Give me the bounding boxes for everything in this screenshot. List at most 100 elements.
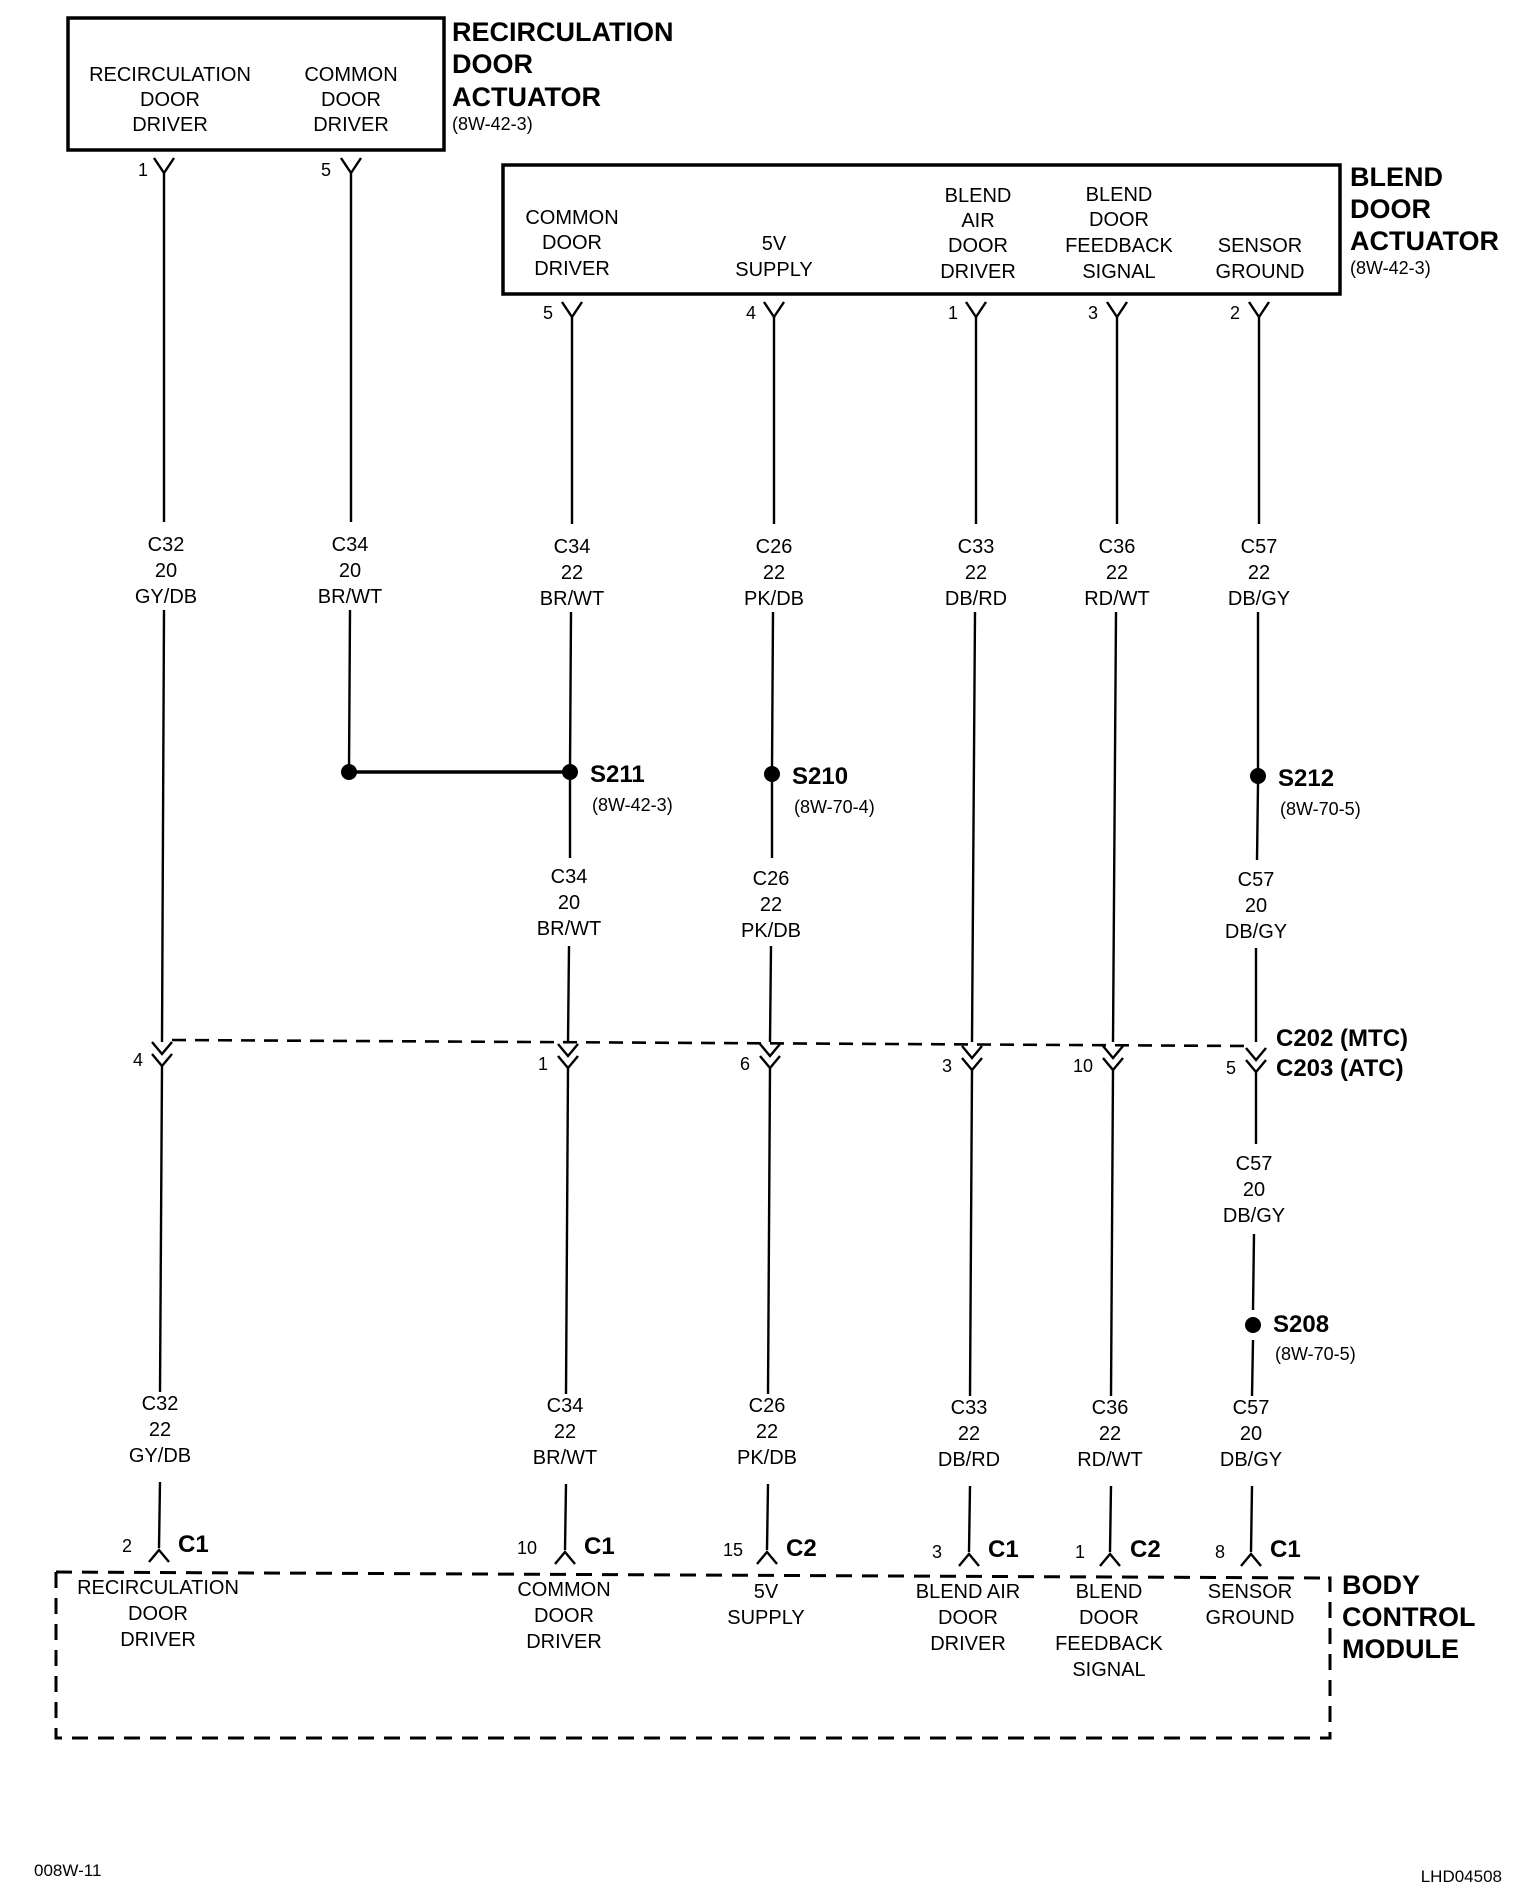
bcm-pin-label-2a: RECIRCULATION — [77, 1577, 239, 1599]
wire-c32-upper-b — [160, 609, 166, 1043]
bcm-dashed-top — [55, 1570, 1321, 1580]
wire-c36-upper-id: C36 — [1099, 536, 1136, 558]
connector-pin-5-terminal — [1245, 1047, 1267, 1074]
bcm-pin-number-2: 2 — [122, 1536, 132, 1556]
wire-c34-lower-id: C34 — [547, 1395, 584, 1417]
bcm-pin-label-10c: DRIVER — [526, 1631, 602, 1653]
wire-c32-lower-color: GY/DB — [129, 1445, 191, 1467]
blend-actuator-title-3: ACTUATOR — [1350, 226, 1499, 256]
bcm-pin-label-2b: DOOR — [128, 1603, 188, 1625]
splice-s210-name: S210 — [792, 763, 848, 790]
wire-c57-upper-color: DB/GY — [1228, 588, 1290, 610]
bcm-pin-label-10a: COMMON — [517, 1579, 610, 1601]
wire-c36-upper-color: RD/WT — [1084, 588, 1150, 610]
connector-pin-number-4: 4 — [133, 1050, 143, 1070]
wire-c34-lower-color: BR/WT — [533, 1447, 597, 1469]
wire-c33-upper-b — [970, 611, 977, 1043]
bcm-pin-1-terminal — [1099, 1552, 1121, 1567]
bcm-pin-number-10: 10 — [517, 1538, 537, 1558]
wire-c36-lower-a — [1109, 1069, 1115, 1397]
wire-c34-blend-upper-id: C34 — [554, 536, 591, 558]
bcm-pin-label-2c: DRIVER — [120, 1629, 196, 1651]
wire-c26-upper-gauge: 22 — [763, 562, 785, 584]
wire-c57-mid-color: DB/GY — [1225, 921, 1287, 943]
bcm-pin-10-terminal — [554, 1550, 576, 1565]
recirc-pin-label-5a: COMMON — [304, 64, 397, 86]
wire-c57-lower-c — [1250, 1339, 1255, 1397]
wire-c57-mid-id: C57 — [1238, 869, 1275, 891]
recirc-pin-label-5b: DOOR — [321, 89, 381, 111]
recirc-pin-1-terminal — [153, 157, 175, 176]
wire-c26-lower-gauge: 22 — [756, 1421, 778, 1443]
blend-pin-label-3c: FEEDBACK — [1065, 235, 1173, 257]
blend-actuator-title-1: BLEND — [1350, 162, 1443, 192]
wire-c36-lower-b — [1108, 1485, 1113, 1553]
wire-c34-recirc-upper-gauge: 20 — [339, 560, 361, 582]
wire-c34-blend-upper-gauge: 22 — [561, 562, 583, 584]
bcm-pin-number-8: 8 — [1215, 1542, 1225, 1562]
bcm-pin-number-1: 1 — [1075, 1542, 1085, 1562]
blend-pin-number-3: 3 — [1088, 303, 1098, 323]
bcm-pin-label-3b: DOOR — [938, 1607, 998, 1629]
recirc-pin-number-5: 5 — [321, 160, 331, 180]
blend-door-actuator: BLEND DOOR ACTUATOR (8W-42-3) COMMON DOO… — [501, 162, 1499, 323]
connector-pin-1-terminal — [557, 1043, 579, 1070]
splice-s211-ref: (8W-42-3) — [592, 795, 673, 815]
wire-c34-blend-upper-color: BR/WT — [540, 588, 604, 610]
splice-dot-s210 — [764, 766, 780, 782]
wire-c57-lower-id: C57 — [1233, 1397, 1270, 1419]
wire-c26-mid-b — [768, 945, 773, 1043]
bcm-pin-15-terminal — [756, 1550, 778, 1565]
splice-s208-name: S208 — [1273, 1311, 1329, 1338]
recirc-actuator-box — [66, 16, 446, 152]
wire-c57-upper-gauge: 22 — [1248, 562, 1270, 584]
wire-c26-lower-b — [765, 1483, 770, 1551]
splices: S211 (8W-42-3) S210 (8W-70-4) S212 (8W-7… — [341, 761, 1361, 1364]
wire-c57-below-connector-color: DB/GY — [1223, 1205, 1285, 1227]
blend-actuator-ref: (8W-42-3) — [1350, 258, 1431, 278]
blend-pin-label-1d: DRIVER — [940, 261, 1016, 283]
wire-c34-lower-a — [564, 1067, 570, 1395]
bcm-pin-label-1a: BLEND — [1076, 1581, 1143, 1603]
wire-c33-upper-color: DB/RD — [945, 588, 1007, 610]
wire-c32-lower-b — [157, 1481, 162, 1549]
blend-pin-4-terminal — [763, 301, 785, 320]
bcm-pin-8-terminal — [1240, 1552, 1262, 1567]
recirc-actuator-title-1: RECIRCULATION — [452, 17, 673, 47]
wire-c26-upper-b — [770, 611, 775, 771]
blend-pin-label-1c: DOOR — [948, 235, 1008, 257]
blend-pin-label-4a: 5V — [762, 233, 787, 255]
recirc-actuator-title-2: DOOR — [452, 49, 533, 79]
bcm-conn-c2-a: C2 — [786, 1535, 817, 1562]
recirc-actuator-ref: (8W-42-3) — [452, 114, 533, 134]
blend-pin-label-1a: BLEND — [945, 185, 1012, 207]
blend-pin-number-1: 1 — [948, 303, 958, 323]
blend-pin-2-terminal — [1248, 301, 1270, 320]
blend-pin-label-3a: BLEND — [1086, 184, 1153, 206]
bcm-pin-label-8b: GROUND — [1206, 1607, 1295, 1629]
blend-pin-number-4: 4 — [746, 303, 756, 323]
wire-c34-mid-id: C34 — [551, 866, 588, 888]
bcm-title-2: CONTROL — [1342, 1602, 1475, 1632]
recirc-pin-number-1: 1 — [138, 160, 148, 180]
bcm-pin-3-terminal — [958, 1552, 980, 1567]
recirculation-door-actuator: RECIRCULATION DOOR ACTUATOR (8W-42-3) RE… — [66, 16, 673, 180]
bcm-conn-c1-d: C1 — [1270, 1536, 1301, 1563]
blend-pin-label-5a: COMMON — [525, 207, 618, 229]
wire-c26-upper-color: PK/DB — [744, 588, 804, 610]
connector-pin-number-6: 6 — [740, 1054, 750, 1074]
wire-c57-lower-color: DB/GY — [1220, 1449, 1282, 1471]
bcm-pin-label-8a: SENSOR — [1208, 1581, 1292, 1603]
splice-dot-s212 — [1250, 768, 1266, 784]
wire-c26-upper-id: C26 — [756, 536, 793, 558]
wire-c32-upper-gauge: 20 — [155, 560, 177, 582]
blend-actuator-box — [501, 163, 1342, 296]
wire-c57-mid-gauge: 20 — [1245, 895, 1267, 917]
blend-pin-1-terminal — [965, 301, 987, 320]
wire-c34-lower-gauge: 22 — [554, 1421, 576, 1443]
wire-c57-upper-id: C57 — [1241, 536, 1278, 558]
splice-s212-ref: (8W-70-5) — [1280, 799, 1361, 819]
wire-c34-mid-b — [566, 945, 571, 1043]
wire-c32-lower-id: C32 — [142, 1393, 179, 1415]
blend-pin-label-3b: DOOR — [1089, 209, 1149, 231]
